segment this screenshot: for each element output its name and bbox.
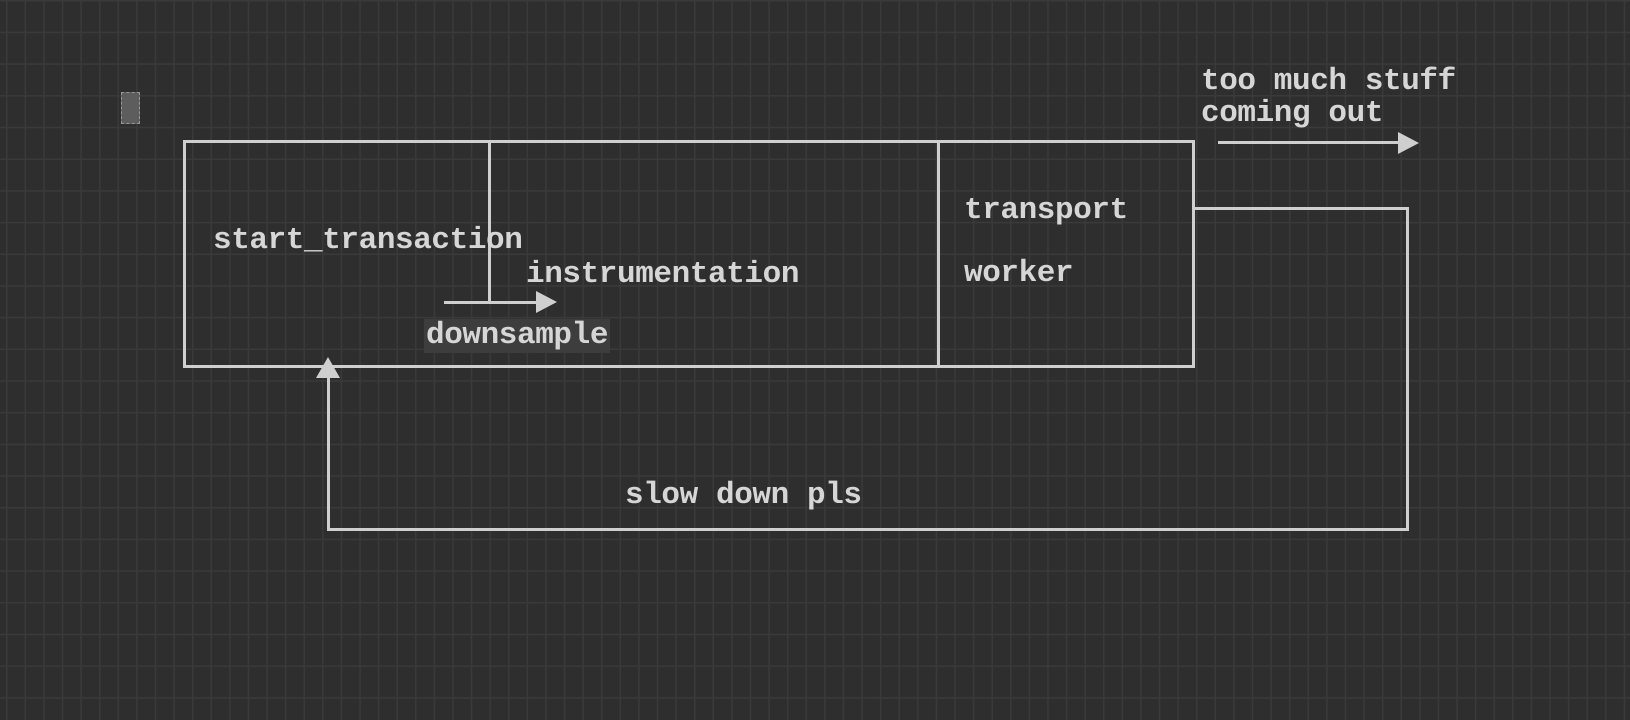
feedback-line-bottom[interactable] xyxy=(327,528,1409,531)
feedback-line-left[interactable] xyxy=(327,376,330,531)
transport-label[interactable]: transport xyxy=(964,193,1128,228)
feedback-line-top[interactable] xyxy=(1195,207,1408,210)
output-arrow-line[interactable] xyxy=(1218,141,1400,144)
pipeline-divider-1[interactable] xyxy=(488,141,491,304)
text-cursor-block xyxy=(121,92,140,124)
worker-label[interactable]: worker xyxy=(964,256,1074,291)
downsample-arrow-line[interactable] xyxy=(444,301,538,304)
output-arrowhead-icon xyxy=(1398,132,1419,154)
output-note-line1[interactable]: too much stuff xyxy=(1201,64,1456,99)
downsample-arrowhead-icon xyxy=(536,291,557,313)
start-transaction-label[interactable]: start_transaction xyxy=(213,223,523,258)
output-note-line2[interactable]: coming out xyxy=(1201,96,1384,131)
feedback-line-right[interactable] xyxy=(1406,207,1409,531)
instrumentation-label[interactable]: instrumentation xyxy=(526,257,800,292)
slow-down-label[interactable]: slow down pls xyxy=(625,478,862,513)
pipeline-box[interactable] xyxy=(183,140,1195,368)
feedback-arrowhead-icon xyxy=(316,357,340,378)
pipeline-divider-2[interactable] xyxy=(937,141,940,367)
downsample-label[interactable]: downsample xyxy=(424,318,611,353)
